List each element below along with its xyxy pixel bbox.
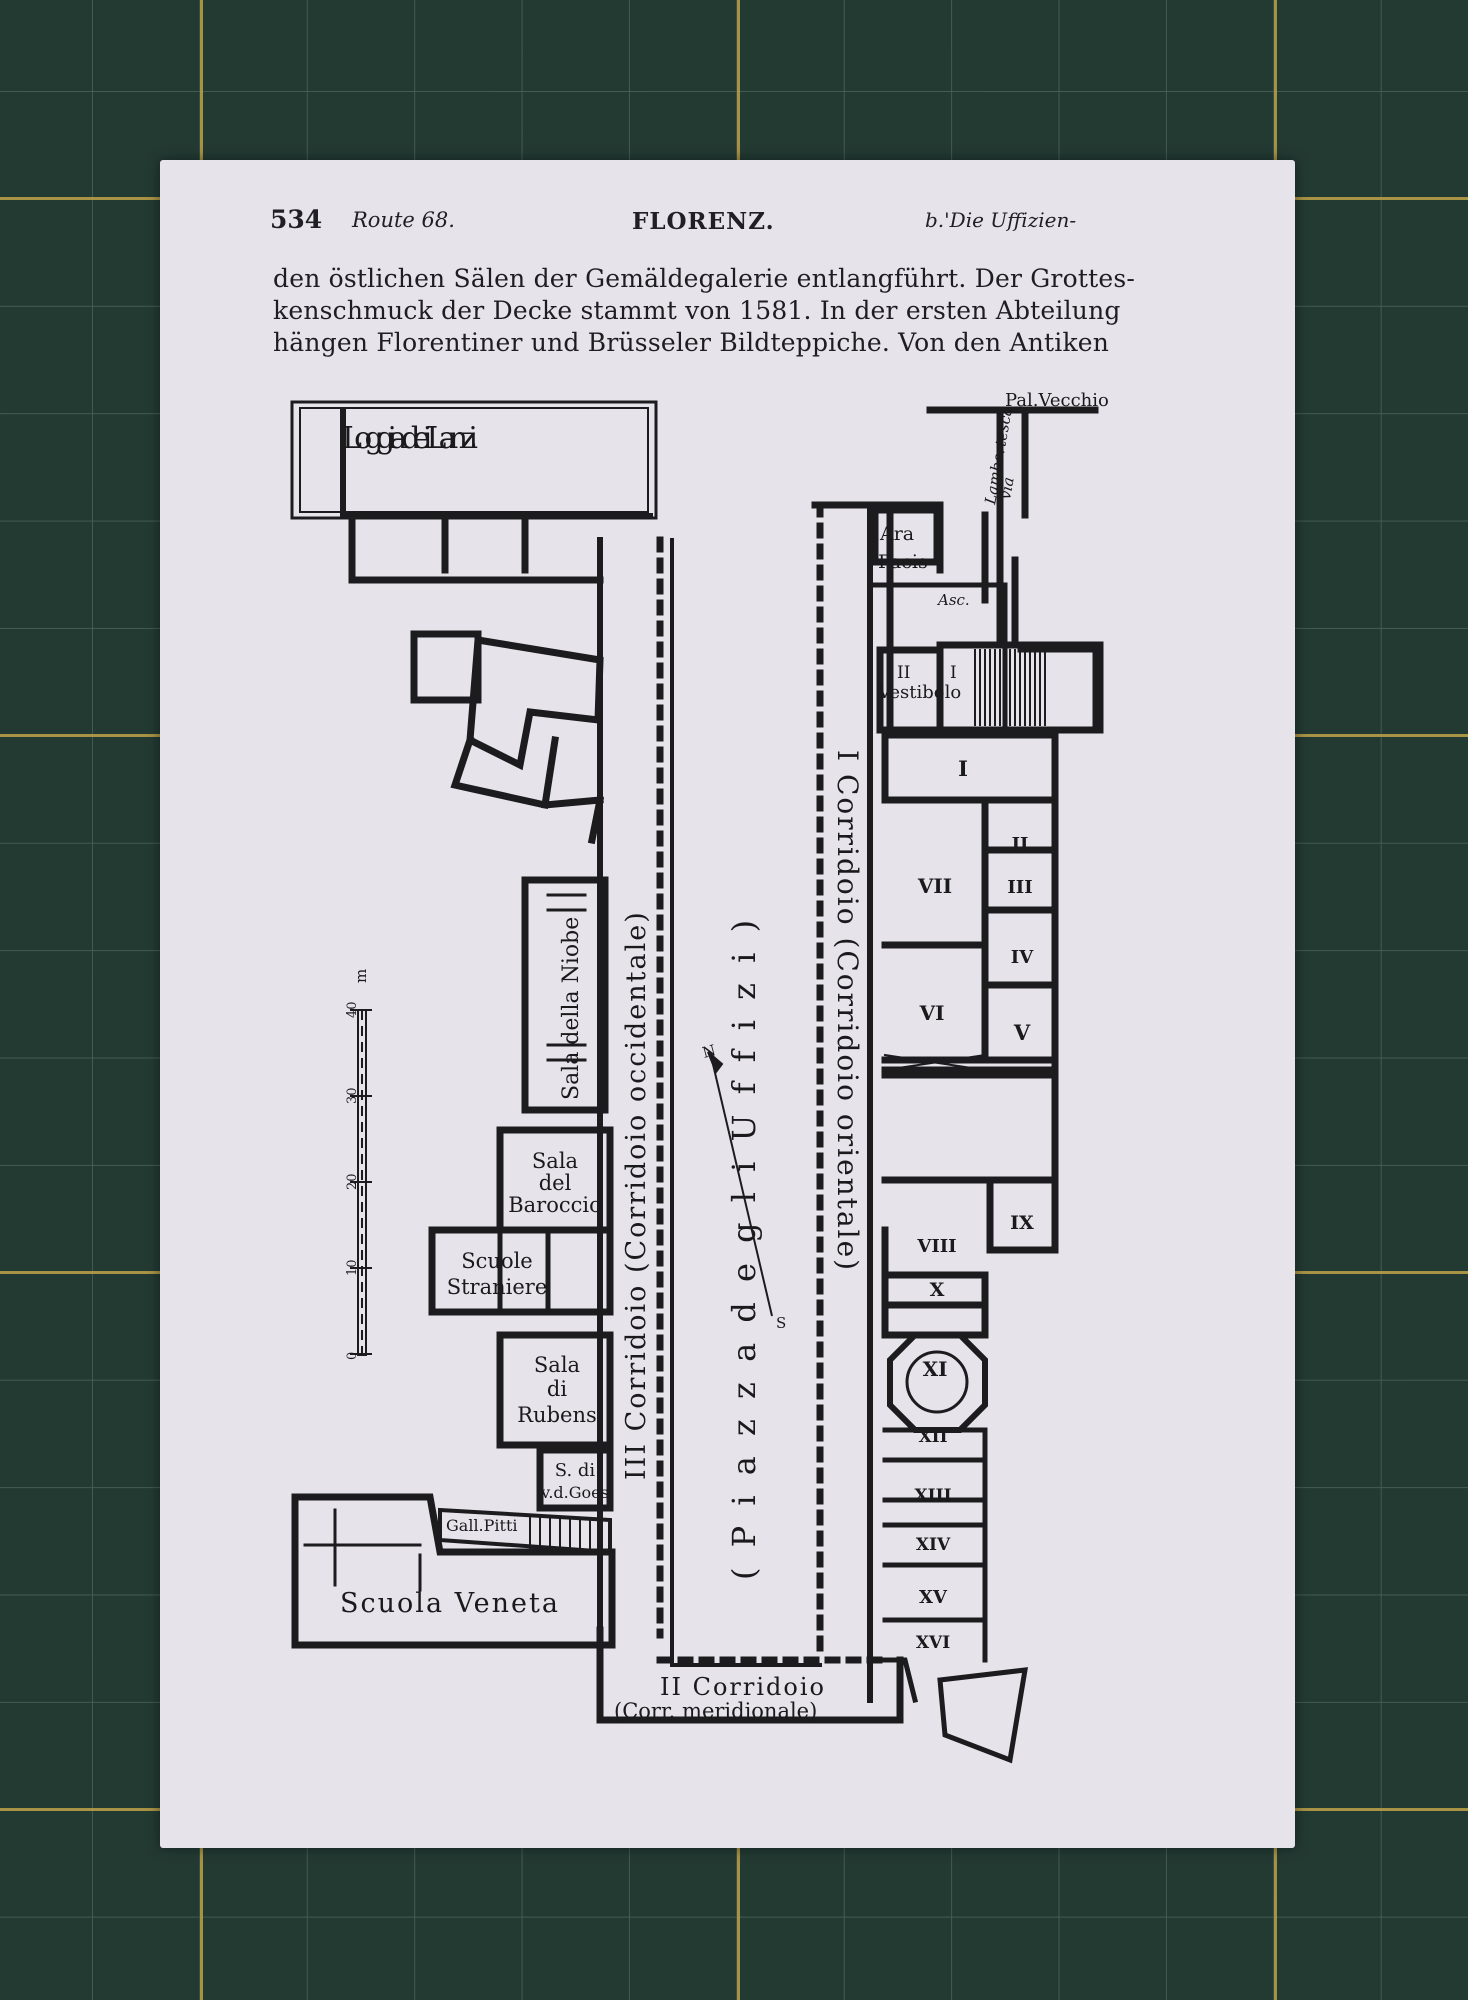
room-iv-label: IV: [1011, 947, 1034, 968]
scuole-label-1: Scuole: [461, 1249, 532, 1273]
south-corridor-label: II Corridoio: [660, 1673, 826, 1701]
vestibolo-ii-label: II: [897, 663, 910, 683]
room-iii-label: III: [1007, 877, 1032, 898]
body-text-line: den östlichen Sälen der Gemäldegalerie e…: [273, 264, 1135, 293]
body-text-line: kenschmuck der Decke stammt von 1581. In…: [273, 296, 1121, 325]
room-ix-label: IX: [1010, 1212, 1034, 1234]
sala-baroccio-label-3: Baroccio: [508, 1193, 602, 1217]
sala-baroccio-label-2: del: [539, 1171, 572, 1195]
scuola-veneta-label: Scuola Veneta: [340, 1588, 560, 1619]
sala-niobe-label: Sala della Niobe: [559, 917, 584, 1100]
scale-unit-label: m: [352, 969, 370, 983]
sala-niobe-outline: [521, 876, 609, 1114]
vestibolo-i-label: I: [950, 663, 957, 683]
s-goes-label-1: S. di: [555, 1460, 596, 1481]
room-xii-label: XII: [918, 1427, 947, 1447]
tribuna-octagon: [887, 1332, 988, 1433]
scale-tick-0: 0: [345, 1352, 360, 1360]
scale-tick-10: 10: [345, 1259, 360, 1276]
page-title: FLORENZ.: [632, 208, 775, 235]
sala-rubens-label-3: Rubens: [517, 1403, 597, 1427]
scale-tick-20: 20: [345, 1173, 360, 1190]
south-corridor-sublabel: (Corr. meridionale): [614, 1699, 817, 1723]
room-i-label: I: [958, 756, 968, 781]
scuole-label-2: Straniere: [447, 1275, 548, 1299]
sala-rubens-label-1: Sala: [534, 1353, 580, 1377]
scale-tick-40: 40: [345, 1001, 360, 1018]
loggia-back-rooms: [348, 516, 604, 584]
vestibolo-label: Vestibolo: [877, 682, 961, 703]
body-text-line: hängen Florentiner und Brüsseler Bildtep…: [273, 328, 1110, 357]
sala-baroccio-label-1: Sala: [532, 1149, 578, 1173]
room-xi-label: XI: [923, 1357, 948, 1381]
north-south-arrow: [711, 1059, 773, 1317]
south-label: S: [776, 1314, 786, 1332]
sala-rubens-label-2: di: [547, 1377, 567, 1401]
via-label: via: [996, 476, 1018, 501]
room-xiii-label: XIII: [914, 1486, 951, 1506]
west-corridor-label: III Corridoio (Corridoio occidentale): [621, 910, 652, 1480]
loggia-outline: [290, 400, 658, 520]
route-label: Route 68.: [352, 208, 455, 232]
asc-label: Asc.: [936, 591, 970, 609]
room-vii-label: VII: [917, 874, 952, 898]
room-xv-label: XV: [919, 1587, 948, 1608]
scale-tick-30: 30: [345, 1087, 360, 1104]
pacis-label: Pacis: [878, 551, 928, 573]
section-title: b.'Die Uffizien-: [925, 208, 1077, 232]
east-corridor-label: I Corridoio (Corridoio orientale): [831, 750, 864, 1272]
s-goes-label-2: v.d.Goes: [540, 1483, 609, 1502]
room-xvi-label: XVI: [916, 1633, 950, 1653]
ara-label: Ara: [879, 523, 914, 545]
room-ii-label: II: [1012, 834, 1029, 855]
sala-rubens-outline: [496, 1331, 614, 1449]
scuola-veneta-outline: [291, 1493, 616, 1649]
page-number: 534: [270, 205, 323, 234]
room-v-label: V: [1013, 1020, 1031, 1045]
room-xiv-label: XIV: [916, 1535, 951, 1555]
loggia-label: Loggia dei Lanzi: [342, 421, 482, 456]
piazza-label: ( P i a z z a d e g l i U f f i z i ): [725, 915, 763, 1580]
room-x-label: X: [930, 1279, 945, 1301]
north-label: N: [700, 1041, 717, 1062]
gall-pitti-label: Gall.Pitti: [446, 1516, 518, 1535]
pal-vecchio-label: Pal.Vecchio: [1005, 390, 1109, 411]
scuole-straniere-outline: [428, 1226, 614, 1316]
room-viii-label: VIII: [916, 1236, 956, 1257]
book-page: [160, 160, 1295, 1848]
room-vi-label: VI: [919, 1001, 945, 1025]
